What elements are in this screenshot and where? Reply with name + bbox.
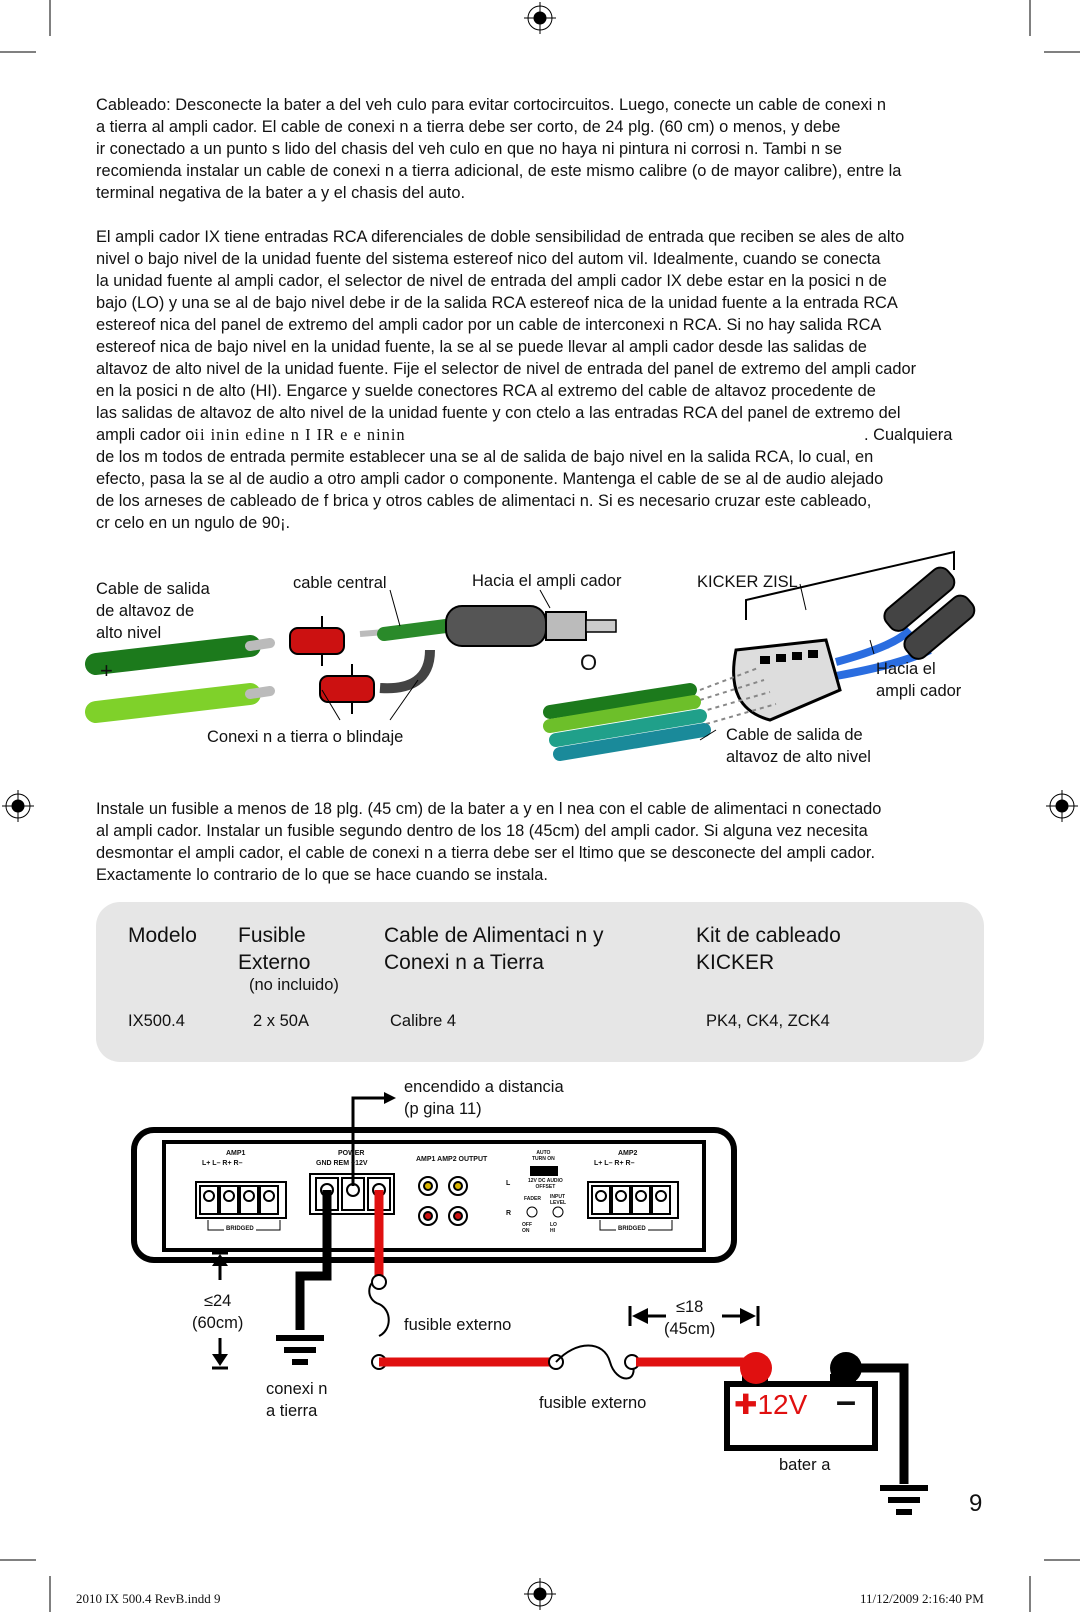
panel-gnd-rem: GND REM +12V [316, 1160, 368, 1167]
label-to-amplifier-2: Hacia el ampli cador [876, 660, 962, 700]
paragraph-rca-inputs: El ampli cador IX tiene entradas RCA dif… [96, 228, 917, 422]
header-model: Modelo [128, 924, 197, 947]
label-center-cable: cable central [293, 574, 387, 592]
garbled-text: ii inin edine n I IR e e ninin [194, 425, 406, 444]
panel-output: AMP1 AMP2 OUTPUT [416, 1156, 488, 1163]
fuse-note: (no incluido) [249, 976, 339, 994]
paragraph-fuse: Instale un fusible a menos de 18 plg. (4… [96, 800, 882, 884]
panel-bridged-right: BRIDGED [616, 1226, 648, 1232]
cell-cable: Calibre 4 [390, 1012, 457, 1030]
panel-L: L [506, 1180, 511, 1187]
label-ground: conexi n a tierra [266, 1380, 328, 1420]
label-speaker-output-2: Cable de salida de altavoz de alto nivel [726, 726, 871, 766]
cell-kit: PK4, CK4, ZCK4 [706, 1012, 830, 1030]
cell-model: IX500.4 [128, 1012, 185, 1030]
label-to-amplifier: Hacia el ampli cador [472, 572, 622, 590]
footer-timestamp: 11/12/2009 2:16:40 PM [860, 1591, 984, 1606]
registration-mark-top [524, 2, 556, 34]
kicker-zisl-illustration [543, 550, 976, 761]
footer-filename: 2010 IX 500.4 RevB.indd 9 [76, 1591, 221, 1606]
label-ground-shield: Conexi n a tierra o blindaje [207, 728, 404, 746]
panel-power: POWER [338, 1150, 365, 1157]
amplifier-wiring-diagram [131, 1092, 928, 1515]
registration-mark-bottom [524, 1578, 556, 1610]
battery-minus-label: – [836, 1380, 857, 1421]
panel-offset: 12V DC AUDIO OFFSET [528, 1178, 563, 1190]
header-cable: Cable de Alimentaci n y Conexi n a Tierr… [384, 924, 604, 974]
label-fuse-length: ≤18 (45cm) [664, 1298, 716, 1338]
panel-R: R [506, 1210, 512, 1217]
line-right: . Cualquiera [864, 426, 953, 444]
panel-amp2: AMP2 [618, 1150, 638, 1157]
label-kicker-zisl: KICKER ZISL [697, 573, 798, 591]
battery-plus-label: ✚12V [734, 1389, 808, 1420]
paragraph-signal-output: de los m todos de entrada permite establ… [96, 448, 884, 532]
label-battery: bater a [779, 1456, 831, 1474]
panel-bridged-left: BRIDGED [224, 1226, 256, 1232]
label-plus: + [100, 658, 113, 683]
panel-lr-right: L+ L– R+ R– [594, 1160, 635, 1167]
label-fuse-2: fusible externo [539, 1394, 647, 1412]
header-kit: Kit de cableado KICKER [696, 924, 841, 974]
paragraph-rca-inputs-line: ampli cador oii inin edine n I IR e e ni… [96, 424, 1046, 446]
page-number: 9 [969, 1490, 983, 1517]
paragraph-wiring: Cableado: Desconecte la bater a del veh … [96, 96, 902, 202]
registration-mark-left [2, 790, 34, 822]
panel-lohi: LO HI [550, 1222, 557, 1234]
panel-fader: FADER [524, 1196, 541, 1202]
label-speaker-output: Cable de salida de altavoz de alto nivel [96, 580, 210, 642]
panel-input: INPUT LEVEL [550, 1194, 567, 1206]
label-remote: encendido a distancia (p gina 11) [404, 1078, 564, 1118]
label-ground-length: ≤24 (60cm) [192, 1292, 244, 1332]
label-fuse-1: fusible externo [404, 1316, 512, 1334]
panel-offon: OFF ON [522, 1222, 532, 1234]
registration-mark-right [1046, 790, 1078, 822]
line-left: ampli cador o [96, 426, 195, 444]
panel-auto: AUTO TURN ON [532, 1150, 555, 1162]
label-or: O [580, 650, 598, 675]
fuse-table: Modelo Fusible Externo (no incluido) Cab… [96, 902, 984, 1062]
header-fuse: Fusible Externo [238, 924, 311, 974]
panel-amp1: AMP1 [226, 1150, 246, 1157]
panel-lr-left: L+ L– R+ R– [202, 1160, 243, 1167]
speaker-wire-illustration [85, 589, 617, 723]
cell-fuse: 2 x 50A [253, 1012, 309, 1030]
